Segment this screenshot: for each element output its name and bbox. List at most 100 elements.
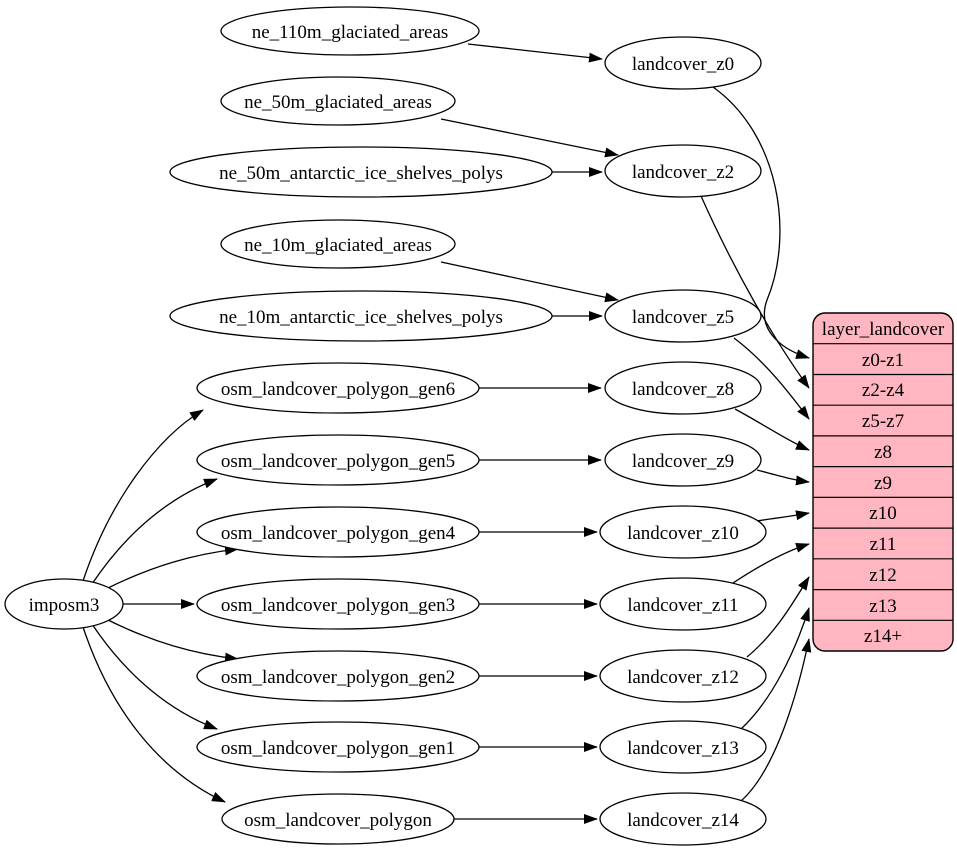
node-label: ne_50m_antarctic_ice_shelves_polys [219,163,503,184]
node-ellipse [599,720,767,774]
node-ellipse [196,362,480,414]
node-ellipse [604,361,762,415]
table-background [812,312,954,652]
node-label: osm_landcover_polygon_gen4 [221,523,456,544]
node-landcover-z14: landcover_z14 [599,792,767,846]
node-ellipse [196,506,480,558]
node-ne-50m-glaciated-areas: ne_50m_glaciated_areas [220,76,456,126]
edge-imposm3-to-osm-landcover-polygon-gen5 [91,478,218,585]
node-osm-landcover-polygon-gen6: osm_landcover_polygon_gen6 [196,362,480,414]
node-ellipse [196,578,480,630]
node-ellipse [599,649,767,703]
node-ne-10m-antarctic-ice-shelves-polys: ne_10m_antarctic_ice_shelves_polys [169,290,553,342]
edge-imposm3-to-osm-landcover-polygon-gen6 [82,409,204,582]
node-label: ne_10m_antarctic_ice_shelves_polys [219,307,503,328]
edge-landcover-z2-to-row-z2-z4 [700,195,810,389]
table-row-z13: z13 [869,596,896,617]
node-ellipse [604,144,762,198]
node-ellipse [599,577,767,631]
node-ellipse [220,6,480,56]
node-osm-landcover-polygon: osm_landcover_polygon [221,793,455,845]
node-osm-landcover-polygon-gen5: osm_landcover_polygon_gen5 [196,434,480,486]
node-landcover-z5: landcover_z5 [604,289,762,343]
edge-landcover-z12-to-row-z12 [746,576,810,658]
node-label: landcover_z12 [627,667,739,688]
node-landcover-z13: landcover_z13 [599,720,767,774]
table-row-z10: z10 [869,503,896,524]
node-ellipse [196,434,480,486]
edge-landcover-z5-to-row-z5-z7 [733,337,810,420]
edge-imposm3-to-osm-landcover-polygon [82,626,226,803]
node-ellipse [604,289,762,343]
node-ellipse [169,290,553,342]
node-ellipse [604,36,762,90]
edges-group [82,43,812,824]
node-label: ne_110m_glaciated_areas [252,22,449,43]
node-label: landcover_z9 [632,451,734,472]
node-ellipse [599,505,767,559]
node-label: ne_50m_glaciated_areas [244,92,432,113]
edge-landcover-z9-to-row-z9 [756,469,810,486]
node-osm-landcover-polygon-gen4: osm_landcover_polygon_gen4 [196,506,480,558]
node-ellipse [220,76,456,126]
edge-landcover-z8-to-row-z8 [734,408,810,451]
edge-imposm3-to-osm-landcover-polygon-gen1 [91,623,218,730]
node-label: osm_landcover_polygon_gen6 [221,379,455,400]
node-osm-landcover-polygon-gen1: osm_landcover_polygon_gen1 [196,721,480,773]
node-label: osm_landcover_polygon [244,810,432,831]
node-ellipse [196,721,480,773]
node-osm-landcover-polygon-gen2: osm_landcover_polygon_gen2 [196,650,480,702]
node-ellipse [604,433,762,487]
node-label: osm_landcover_polygon_gen3 [221,595,455,616]
node-label: osm_landcover_polygon_gen1 [221,738,455,759]
table-row-z14plus: z14+ [864,626,902,647]
node-label: ne_10m_glaciated_areas [244,235,432,256]
node-label: landcover_z8 [632,379,734,400]
node-label: imposm3 [29,595,100,616]
node-ellipse [4,578,124,630]
node-label: landcover_z2 [632,162,734,183]
node-ellipse [220,219,456,269]
node-label: landcover_z0 [632,54,734,75]
node-landcover-z2: landcover_z2 [604,144,762,198]
edge-landcover-z10-to-row-z10 [755,510,810,522]
table-row-z2-z4: z2-z4 [862,380,905,401]
table-row-z0-z1: z0-z1 [862,350,904,371]
node-label: landcover_z13 [627,738,739,759]
edge-landcover-z13-to-row-z13 [740,607,810,730]
table-row-z11: z11 [870,534,897,555]
node-landcover-z8: landcover_z8 [604,361,762,415]
node-label: landcover_z5 [632,307,734,328]
node-label: landcover_z14 [627,810,739,831]
node-landcover-z9: landcover_z9 [604,433,762,487]
edge-landcover-z11-to-row-z11 [729,543,810,586]
node-ellipse [169,146,553,198]
node-ellipse [221,793,455,845]
node-osm-landcover-polygon-gen3: osm_landcover_polygon_gen3 [196,578,480,630]
node-ellipse [196,650,480,702]
node-ne-110m-glaciated-areas: ne_110m_glaciated_areas [220,6,480,56]
node-label: landcover_z10 [627,523,739,544]
edge-imposm3-to-osm-landcover-polygon-gen2 [105,618,239,663]
node-landcover-z10: landcover_z10 [599,505,767,559]
nodes-group: imposm3 ne_110m_glaciated_areas ne_50m_g… [4,6,767,846]
table-layer-landcover: layer_landcover z0-z1 z2-z4 z5-z7 z8 z9 … [812,312,954,652]
node-label: osm_landcover_polygon_gen2 [221,667,455,688]
node-label: osm_landcover_polygon_gen5 [221,451,455,472]
node-ellipse [599,792,767,846]
edge-landcover-z14-to-row-z14plus [740,638,812,802]
node-landcover-z0: landcover_z0 [604,36,762,90]
table-row-z5-z7: z5-z7 [862,411,904,432]
edge-ne-10m-glaciated-areas-to-landcover-z5 [440,261,619,303]
node-label: landcover_z11 [627,595,738,616]
table-row-z8: z8 [874,442,892,463]
node-ne-50m-antarctic-ice-shelves-polys: ne_50m_antarctic_ice_shelves_polys [169,146,553,198]
table-title: layer_landcover [822,319,945,340]
node-landcover-z12: landcover_z12 [599,649,767,703]
edge-ne-50m-glaciated-areas-to-landcover-z2 [440,118,619,158]
node-ne-10m-glaciated-areas: ne_10m_glaciated_areas [220,219,456,269]
node-landcover-z11: landcover_z11 [599,577,767,631]
table-row-z12: z12 [869,565,896,586]
